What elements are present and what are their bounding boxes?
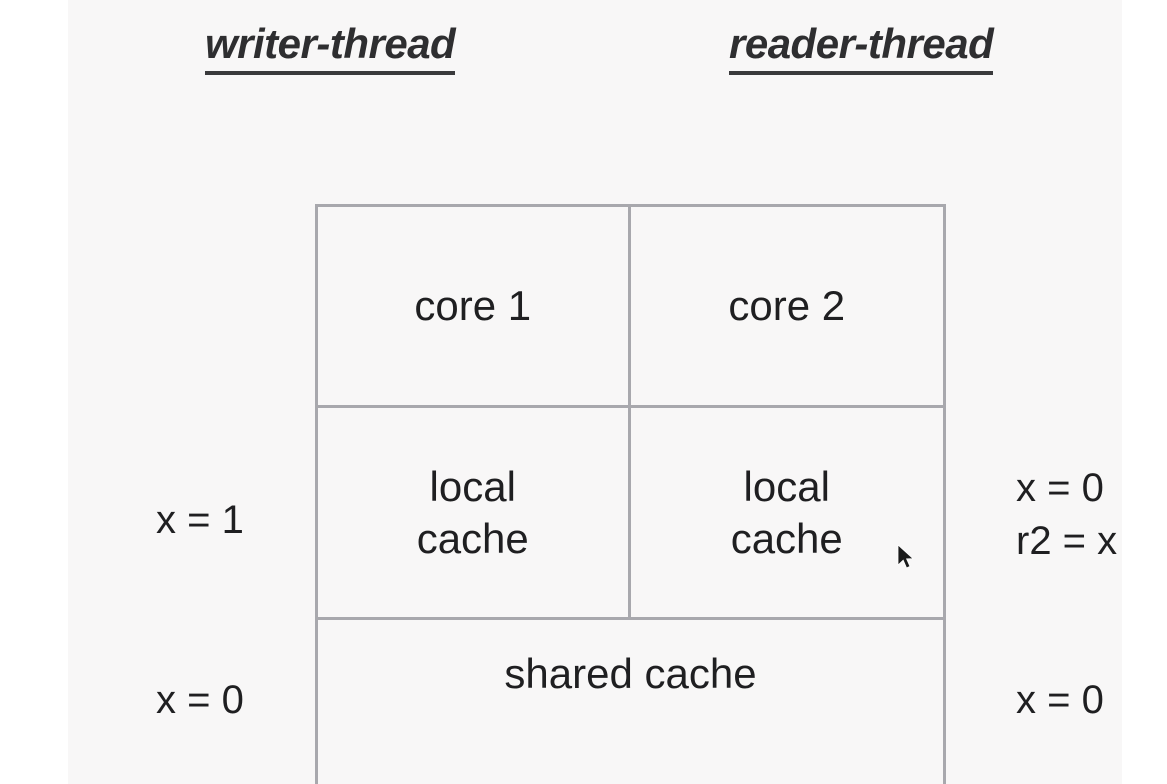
cache-hierarchy-diagram: core 1 core 2 local cache local cache — [315, 204, 946, 784]
writer-shared-cache-value: x = 0 — [156, 678, 244, 722]
reader-thread-heading: reader-thread — [729, 20, 994, 75]
core-1-local-cache-cell: local cache — [318, 408, 631, 617]
shared-cache-cell: shared cache — [318, 620, 943, 784]
reader-local-cache-value: x = 0 — [1016, 466, 1104, 510]
content-panel: writer-thread reader-thread core 1 core … — [68, 0, 1122, 784]
reader-local-cache-read-expression: r2 = x — [1016, 518, 1118, 563]
reader-shared-cache-annotation: x = 0 — [1016, 674, 1104, 727]
local-caches-row: local cache local cache — [318, 408, 943, 620]
writer-shared-cache-annotation: x = 0 — [156, 674, 244, 727]
reader-thread-heading-label: reader-thread — [729, 20, 994, 75]
reader-local-cache-annotation: x = 0 r2 = x — [1016, 462, 1117, 568]
writer-thread-heading: writer-thread — [205, 20, 456, 75]
core-2-label: core 2 — [728, 282, 846, 330]
cores-row: core 1 core 2 — [318, 207, 943, 408]
core-1-cell: core 1 — [318, 207, 631, 405]
core-1-local-cache-label-line2: cache — [416, 514, 529, 562]
reader-shared-cache-value: x = 0 — [1016, 678, 1104, 722]
shared-cache-row: shared cache — [318, 620, 943, 784]
writer-local-cache-value: x = 1 — [156, 498, 244, 542]
core-1-label: core 1 — [414, 282, 532, 330]
core-2-local-cache-label-line2: cache — [730, 514, 843, 562]
core-2-local-cache-label-line1: local — [743, 463, 830, 511]
writer-thread-heading-label: writer-thread — [205, 20, 456, 75]
core-1-local-cache-label-line1: local — [429, 463, 516, 511]
core-2-local-cache-cell: local cache — [630, 408, 943, 617]
shared-cache-label: shared cache — [504, 650, 757, 697]
writer-local-cache-annotation: x = 1 — [156, 494, 244, 547]
core-2-cell: core 2 — [630, 207, 943, 405]
